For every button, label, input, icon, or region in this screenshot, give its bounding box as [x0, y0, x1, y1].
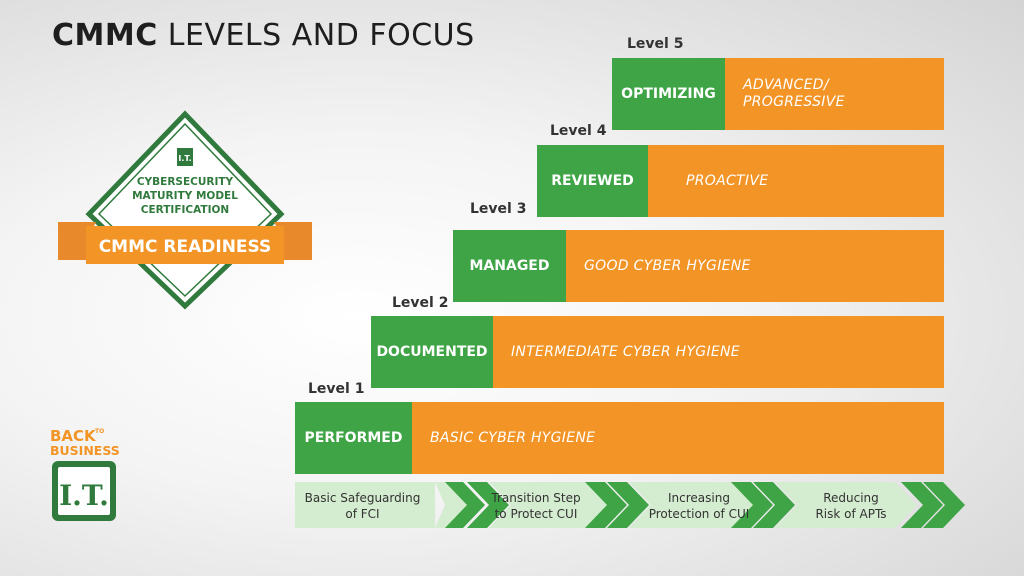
progression-step-2-line2: to Protect CUI — [494, 507, 578, 521]
badge-diamond-inner — [97, 122, 273, 298]
progression-step-3-line2: Protection of CUI — [648, 507, 750, 521]
progression-step-3: Increasing Protection of CUI — [636, 486, 762, 526]
level-5-name: OPTIMIZING — [612, 58, 725, 130]
back-to-business-it-logo: BACK TO BUSINESS I.T. — [50, 427, 120, 521]
level-5-focus-line2: PROGRESSIVE — [743, 94, 845, 110]
chevron-3a-icon — [731, 482, 773, 528]
chevron-1a-icon — [445, 482, 485, 528]
progression-arrows — [295, 482, 965, 528]
level-3-focus: GOOD CYBER HYGIENE — [566, 230, 944, 302]
progression-band-3 — [629, 482, 767, 528]
level-2-step: DOCUMENTED INTERMEDIATE CYBER HYGIENE — [371, 316, 944, 388]
level-4-focus: PROACTIVE — [648, 145, 944, 217]
progression-step-1-line2: of FCI — [345, 507, 380, 521]
chevron-2a-icon — [585, 482, 627, 528]
brand-to: TO — [95, 428, 104, 435]
progression-step-4-line1: Reducing — [823, 490, 879, 505]
level-1-focus: BASIC CYBER HYGIENE — [412, 402, 944, 474]
level-4-name: REVIEWED — [537, 145, 648, 217]
chevron-1b-icon — [467, 482, 509, 528]
level-5-step: OPTIMIZING ADVANCED/ PROGRESSIVE — [612, 58, 944, 130]
brand-mark: I.T. — [59, 479, 109, 512]
chevron-3b-icon — [753, 482, 795, 528]
progression-band-2 — [489, 482, 625, 528]
progression-step-3-line1: Increasing — [668, 490, 730, 505]
progression-step-2-line1: Transition Step — [491, 490, 581, 505]
ribbon-band — [86, 226, 284, 264]
progression-step-2: Transition Step to Protect CUI — [476, 486, 596, 526]
level-1-label: Level 1 — [308, 381, 365, 397]
progression-step-1: Basic Safeguarding of FCI — [295, 486, 430, 526]
badge-line-2: MATURITY MODEL — [132, 190, 238, 202]
progression-step-4: Reducing Risk of APTs — [790, 486, 912, 526]
level-3-step: MANAGED GOOD CYBER HYGIENE — [453, 230, 944, 302]
brand-mark-inner — [58, 467, 110, 515]
brand-line-2: BUSINESS — [50, 443, 120, 458]
ribbon-text: CMMC READINESS — [99, 237, 272, 257]
chevron-4a-icon — [901, 482, 943, 528]
badge-line-3: CERTIFICATION — [141, 204, 229, 216]
level-1-step: PERFORMED BASIC CYBER HYGIENE — [295, 402, 944, 474]
level-5-focus-line1: ADVANCED/ — [743, 77, 829, 94]
progression-step-4-line2: Risk of APTs — [815, 507, 887, 521]
title-bold: CMMC — [52, 18, 158, 53]
badge-line-1: CYBERSECURITY — [137, 176, 234, 188]
badge-logo-mark: I.T. — [178, 154, 191, 163]
level-1-name: PERFORMED — [295, 402, 412, 474]
level-5-focus: ADVANCED/ PROGRESSIVE — [725, 58, 944, 130]
chevron-4b-icon — [923, 482, 965, 528]
level-2-label: Level 2 — [392, 295, 449, 311]
progression-step-1-line1: Basic Safeguarding — [304, 490, 421, 505]
level-4-step: REVIEWED PROACTIVE — [537, 145, 944, 217]
progression-band-1 — [295, 482, 435, 528]
level-2-focus: INTERMEDIATE CYBER HYGIENE — [493, 316, 944, 388]
level-3-name: MANAGED — [453, 230, 566, 302]
level-5-label: Level 5 — [627, 36, 684, 52]
level-4-label: Level 4 — [550, 123, 607, 139]
chevron-2b-icon — [607, 482, 649, 528]
level-2-name: DOCUMENTED — [371, 316, 493, 388]
cmmc-readiness-badge: I.T. CYBERSECURITY MATURITY MODEL CERTIF… — [58, 110, 312, 310]
brand-line-1: BACK — [50, 427, 97, 445]
badge-logo-icon — [177, 148, 193, 166]
progression-band-4 — [775, 482, 917, 528]
level-3-label: Level 3 — [470, 201, 527, 217]
title-rest: LEVELS AND FOCUS — [157, 18, 475, 53]
page-title: CMMC LEVELS AND FOCUS — [52, 18, 475, 53]
